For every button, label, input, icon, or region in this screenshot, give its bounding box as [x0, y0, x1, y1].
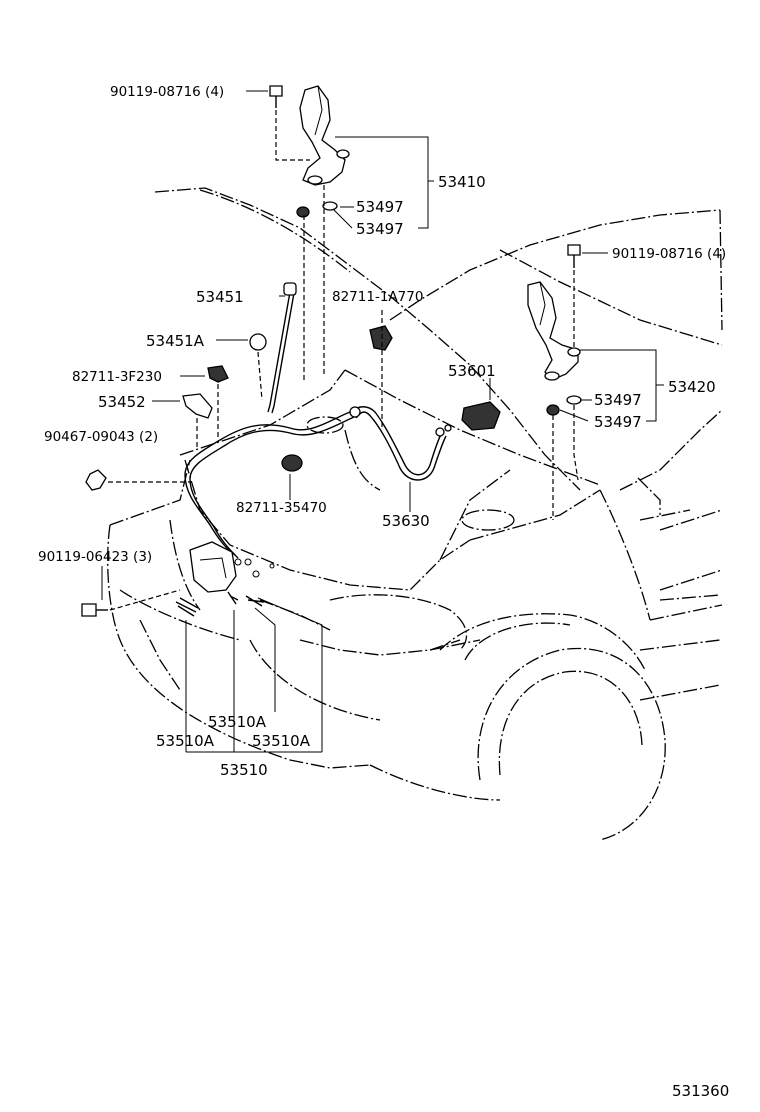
- label-lever-53601: 53601: [448, 362, 496, 380]
- label-grommet-53451a: 53451A: [146, 332, 205, 350]
- label-clip-82711-35470: 82711-35470: [236, 500, 327, 516]
- part-labels: 90119-08716 (4) 53410 53497 53497 90119-…: [38, 84, 729, 1100]
- label-spring-53510a-right: 53510A: [252, 732, 311, 750]
- spring-53510a-right: [245, 595, 265, 607]
- label-bolt-90119-06423: 90119-06423 (3): [38, 549, 152, 565]
- grommet-53451a: [249, 333, 267, 351]
- car-body-outline: [107, 187, 723, 841]
- left-hood-hinge: [296, 85, 350, 218]
- clip-82711-3f230: [207, 365, 229, 383]
- small-parts: [81, 85, 581, 617]
- label-cable-53630: 53630: [382, 512, 430, 530]
- leader-lines: [101, 90, 664, 753]
- label-clip-82711-1a770: 82711-1A770: [332, 289, 423, 305]
- hood-support-rod: [267, 282, 297, 414]
- label-hinge-53420: 53420: [668, 378, 716, 396]
- release-lever-53601: [461, 401, 501, 431]
- hood-lock-cable: [184, 406, 452, 559]
- right-hood-hinge: [527, 281, 582, 416]
- label-washer-53497-d: 53497: [594, 413, 642, 431]
- label-hinge-53410: 53410: [438, 173, 486, 191]
- label-washer-53497-b: 53497: [356, 220, 404, 238]
- label-rod-53451: 53451: [196, 288, 244, 306]
- label-bolt-90119-08716-left: 90119-08716 (4): [110, 84, 224, 100]
- label-washer-53497-c: 53497: [594, 391, 642, 409]
- spring-53510a-middle: [227, 591, 239, 605]
- bolt-90119-08716-left: [269, 85, 283, 108]
- bolt-90119-06423: [81, 603, 108, 617]
- label-spring-53510a-top: 53510A: [208, 713, 267, 731]
- hood-lock-53510: [189, 541, 237, 593]
- spring-53510a-left: [175, 597, 199, 617]
- bolt-90119-08716-right: [567, 244, 581, 268]
- clip-90467-09043: [85, 469, 107, 491]
- label-clip-90467-09043: 90467-09043 (2): [44, 429, 158, 445]
- label-bolt-90119-08716-right: 90119-08716 (4): [612, 246, 726, 262]
- clip-82711-35470: [281, 454, 303, 472]
- label-lock-53510: 53510: [220, 761, 268, 779]
- clip-82711-1a770: [369, 325, 393, 351]
- holder-53452: [182, 393, 213, 419]
- label-spring-53510a-left: 53510A: [156, 732, 215, 750]
- diagram-code: 531360: [672, 1082, 729, 1100]
- label-clip-82711-3f230: 82711-3F230: [72, 369, 162, 385]
- label-holder-53452: 53452: [98, 393, 146, 411]
- label-washer-53497-a: 53497: [356, 198, 404, 216]
